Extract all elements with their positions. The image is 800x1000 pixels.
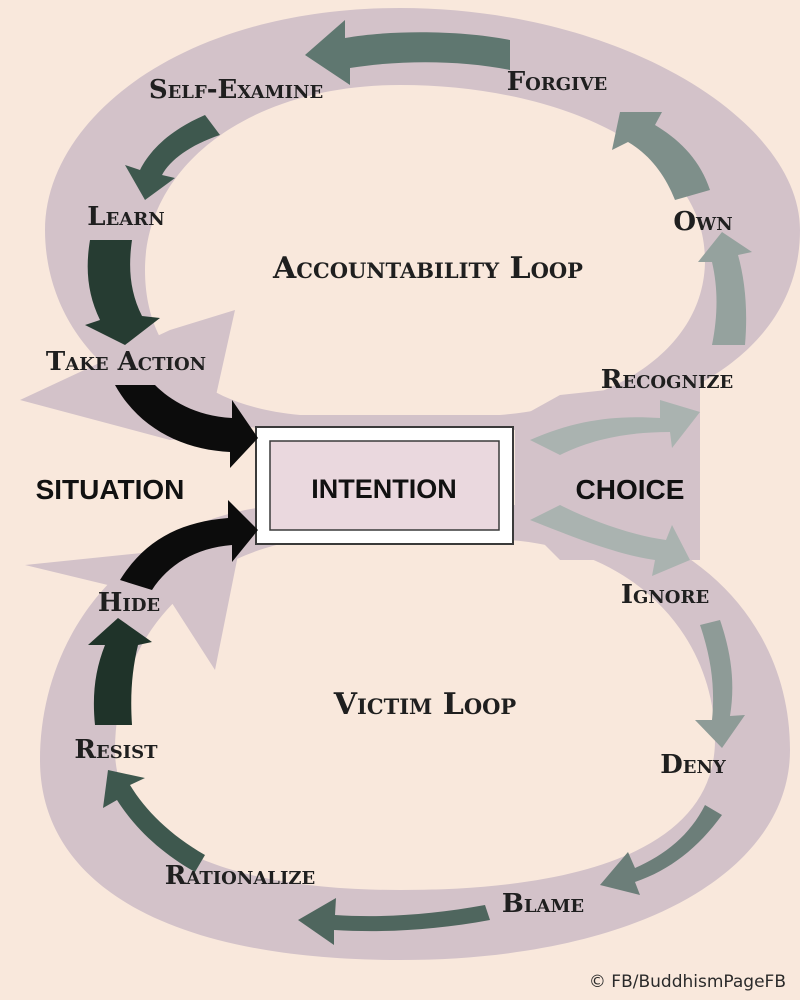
- arrow-own-to-forgive: [612, 112, 710, 200]
- left-arrowhead-top: [20, 310, 250, 440]
- victim-arrows: [88, 500, 745, 945]
- step-own: Own: [673, 207, 732, 237]
- arrow-forgive-to-selfexamine: [305, 20, 510, 85]
- step-blame: Blame: [502, 889, 584, 919]
- accountability-arrows: [85, 20, 752, 468]
- accountability-loop-title: Accountability Loop: [272, 251, 583, 286]
- step-learn: Learn: [87, 202, 164, 232]
- arrow-choice-to-recognize: [530, 400, 700, 455]
- arrow-choice-to-ignore: [530, 505, 690, 576]
- step-take-action: Take Action: [46, 347, 206, 377]
- arrow-blame-to-rationalize: [298, 898, 490, 945]
- arrow-ignore-to-deny: [695, 620, 745, 748]
- arrow-deny-to-blame: [600, 805, 722, 895]
- arrow-hide-to-intention: [120, 500, 258, 590]
- step-self-examine: Self-Examine: [149, 75, 323, 105]
- top-loop-band: [45, 8, 800, 430]
- arrow-selfexamine-to-learn: [125, 115, 220, 200]
- step-deny: Deny: [660, 750, 727, 780]
- step-rationalize: Rationalize: [165, 861, 315, 891]
- left-arrowhead-bottom: [25, 520, 245, 670]
- situation-label: SITUATION: [36, 474, 185, 505]
- step-hide: Hide: [98, 588, 160, 618]
- step-forgive: Forgive: [507, 67, 608, 97]
- credit-text: © FB/BuddhismPageFB: [588, 972, 786, 992]
- intention-box: INTENTION: [255, 426, 514, 545]
- intention-label: INTENTION: [311, 474, 457, 504]
- step-resist: Resist: [74, 735, 158, 765]
- step-recognize: Recognize: [601, 365, 733, 395]
- arrow-rationalize-to-resist: [103, 770, 205, 872]
- victim-loop-title: Victim Loop: [333, 687, 517, 722]
- arrow-recognize-to-own: [698, 232, 752, 345]
- step-ignore: Ignore: [621, 580, 709, 610]
- arrow-takeaction-to-intention: [115, 385, 258, 468]
- arrow-learn-to-takeaction: [85, 240, 160, 345]
- choice-label: CHOICE: [576, 474, 685, 505]
- arrow-resist-to-hide: [88, 618, 152, 725]
